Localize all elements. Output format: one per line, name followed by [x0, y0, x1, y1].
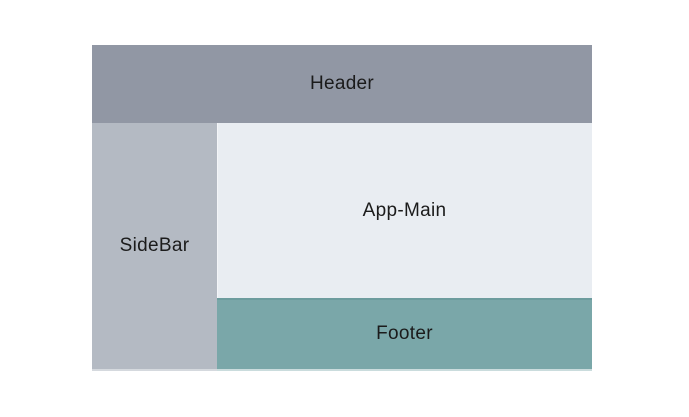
content-row: SideBar App-Main Footer: [92, 123, 592, 371]
sidebar-region: SideBar: [92, 123, 217, 371]
layout-frame: Header SideBar App-Main Footer: [92, 45, 592, 371]
right-column: App-Main Footer: [217, 123, 592, 371]
header-label: Header: [309, 73, 375, 94]
footer-region: Footer: [217, 298, 592, 371]
app-main-label: App-Main: [362, 199, 447, 221]
header-region: Header: [92, 45, 592, 123]
app-main-region: App-Main: [217, 123, 592, 298]
footer-label: Footer: [376, 322, 433, 344]
sidebar-label: SideBar: [119, 235, 190, 256]
